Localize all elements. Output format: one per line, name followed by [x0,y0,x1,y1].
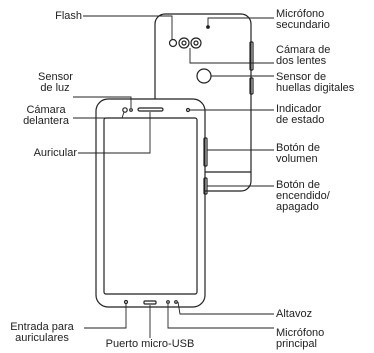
phone-screen [103,117,198,295]
leader-light-sensor [73,96,132,108]
back-volume-button [249,41,254,71]
speaker-icon [174,300,178,304]
label-front-camera: Cámara delantera [20,105,72,127]
leader-lines [73,15,274,338]
headphone-jack-icon [123,299,129,305]
leader-front-camera [73,111,125,119]
label-earpiece-line: Auricular [33,147,77,159]
status-led-icon [185,107,191,113]
label-volume-button: Botón de volumen [276,143,320,165]
dual-camera-lens-2-inner [193,40,199,46]
label-power-button: Botón de encendido/ apagado [276,180,330,213]
leader-mic-secondary [207,17,274,27]
label-volume-button-line-2: volumen [276,153,318,165]
label-volume-button-line-1: Botón de [276,142,321,154]
label-status-indicator-line-1: Indicador [276,103,322,115]
label-mic-primary-line-1: Micrófono [276,327,325,339]
label-fingerprint-line-1: Sensor de [276,71,327,83]
label-dual-camera: Cámara de dos lentes [276,45,330,67]
label-speaker: Altavoz [276,309,312,320]
label-front-camera-line-1: Cámara [26,104,66,116]
back-power-button [249,77,254,95]
label-earpiece: Auricular [20,148,77,159]
label-power-button-line-2: encendido/ [276,190,330,202]
label-dual-camera-line-1: Cámara de [276,44,331,56]
leader-mic-primary [167,304,274,329]
label-status-indicator-line-2: de estado [276,114,325,126]
label-power-button-line-3: apagado [276,201,319,213]
dual-camera-lens-2 [190,37,202,49]
usb-port-icon [143,300,157,305]
label-status-indicator: Indicador de estado [276,104,324,126]
phone-front-body [95,98,206,308]
label-power-button-line-1: Botón de [276,179,321,191]
leader-speaker [177,301,274,315]
label-fingerprint-line-2: huellas digitales [276,82,355,94]
fingerprint-sensor-icon [196,68,212,84]
label-usb-port-line: Puerto micro-USB [105,338,195,350]
leader-headphone [84,304,127,329]
front-volume-button [203,137,208,167]
earpiece-icon [137,107,164,112]
label-speaker-line: Altavoz [276,308,313,320]
label-flash: Flash [40,11,82,22]
primary-mic-icon [166,300,170,304]
label-mic-secondary-line-2: secundario [276,19,330,31]
label-mic-secondary: Micrófono secundario [276,9,330,31]
label-flash-line: Flash [55,10,82,22]
label-fingerprint: Sensor de huellas digitales [276,72,354,94]
label-mic-primary: Micrófono principal [276,328,324,350]
label-front-camera-line-2: delantera [23,115,69,127]
dual-camera-lens-1-inner [181,40,187,46]
leader-dual-camera [189,48,274,64]
label-dual-camera-line-2: dos lentes [276,55,327,67]
label-mic-primary-line-2: principal [276,338,317,350]
front-camera-icon [122,107,128,113]
label-headphone-jack-line-2: auriculares [15,332,69,344]
light-sensor-icon [129,108,133,112]
label-light-sensor-line-2: de luz [40,82,70,94]
label-headphone-jack: Entrada para auriculares [2,322,82,344]
label-headphone-jack-line-1: Entrada para [10,321,74,333]
leader-flash [83,15,173,39]
dual-camera-lens-1 [178,37,190,49]
label-mic-secondary-line-1: Micrófono [276,8,325,20]
label-usb-port: Puerto micro-USB [94,339,206,350]
leader-earpiece [78,112,151,154]
label-light-sensor-line-1: Sensor [38,71,73,83]
flash-icon [168,38,178,48]
label-light-sensor: Sensor de luz [38,71,73,94]
